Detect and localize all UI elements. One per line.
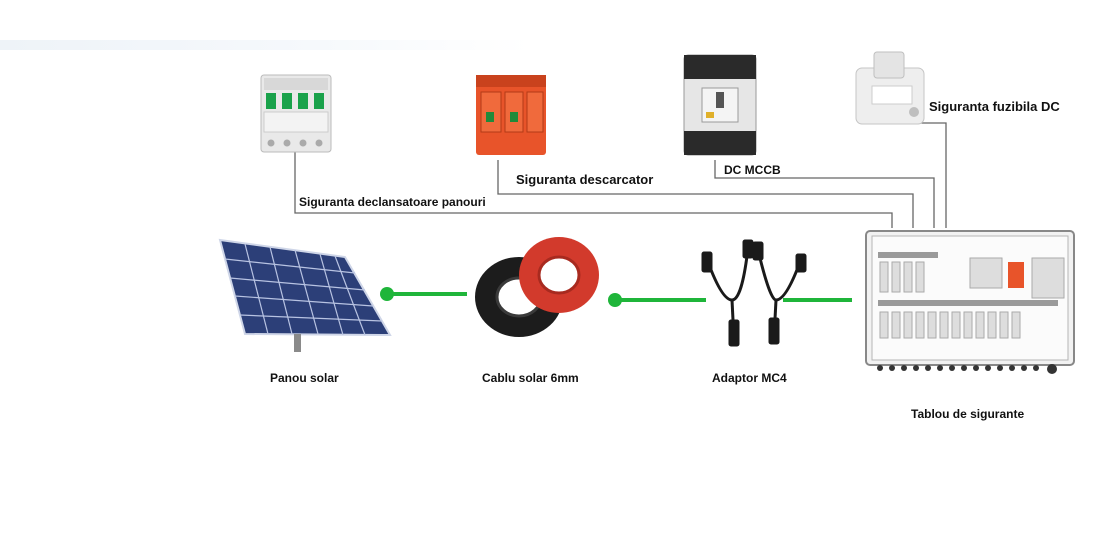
label-adaptor-mc4: Adaptor MC4 xyxy=(712,371,787,385)
solar-panel-image xyxy=(218,238,392,352)
label-cablu-solar: Cablu solar 6mm xyxy=(482,371,579,385)
label-siguranta-fuzibila: Siguranta fuzibila DC xyxy=(929,99,1060,114)
breaker-image xyxy=(260,74,332,153)
label-dc-mccb: DC MCCB xyxy=(724,163,781,177)
wire-mccb xyxy=(714,160,935,228)
cable-coils-image xyxy=(475,237,599,337)
label-tablou-sigurante: Tablou de sigurante xyxy=(911,407,1025,421)
label-panou-solar: Panou solar xyxy=(270,371,339,385)
label-siguranta-declansatoare: Siguranta declansatoare panouri xyxy=(299,195,486,209)
wire-descarcator xyxy=(497,160,914,228)
wire-fuzibila xyxy=(918,122,947,228)
fuzibila-image xyxy=(855,51,925,125)
mccb-image xyxy=(683,54,757,156)
descarcator-image xyxy=(476,75,546,155)
top-band xyxy=(0,40,530,50)
mc4-adaptor-image xyxy=(701,239,807,347)
label-siguranta-descarcator: Siguranta descarcator xyxy=(516,172,654,187)
connector-dot-1 xyxy=(380,287,394,301)
wire-declansatoare xyxy=(294,152,893,228)
fuse-box-image xyxy=(865,230,1075,374)
connector-dot-2 xyxy=(608,293,622,307)
